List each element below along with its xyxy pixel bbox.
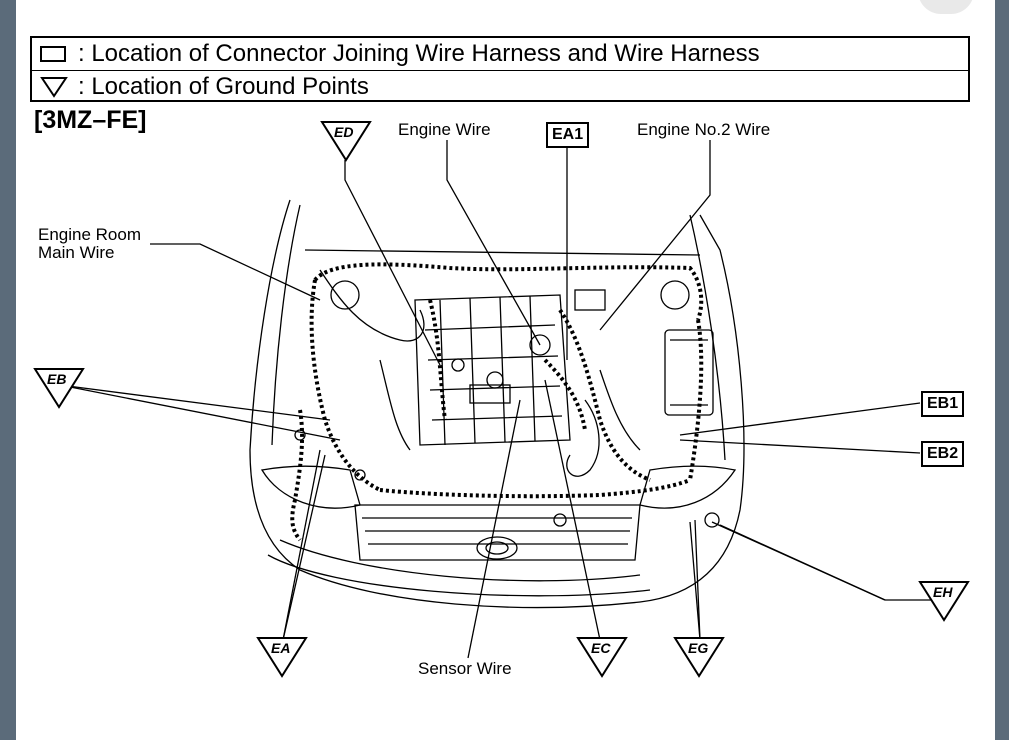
connector-box-symbol <box>40 46 66 62</box>
engine-model-label: [3MZ–FE] <box>34 106 147 134</box>
connector-ea1: EA1 <box>546 122 590 148</box>
ground-eg-label: EG <box>688 640 709 656</box>
ground-ec-label: EC <box>591 640 611 656</box>
legend-box: : Location of Connector Joining Wire Har… <box>30 36 970 102</box>
ground-ed-triangle <box>320 121 372 162</box>
window-frame-right <box>995 0 1009 740</box>
legend-connector-row: : Location of Connector Joining Wire Har… <box>40 38 760 70</box>
ground-ea-label: EA <box>271 640 291 656</box>
connector-eb2: EB2 <box>921 441 965 467</box>
vehicle-outline <box>249 199 745 609</box>
sensor-wire-label: Sensor Wire <box>418 659 512 678</box>
ground-ed-label: ED <box>334 124 354 140</box>
ground-ec-triangle <box>576 637 628 678</box>
ground-eb-label: EB <box>47 371 67 387</box>
legend-ground-row: : Location of Ground Points <box>40 71 369 103</box>
legend-divider <box>32 70 968 71</box>
legend-ground-text: : Location of Ground Points <box>78 73 369 100</box>
corner-button[interactable] <box>918 0 974 14</box>
engine-no2-wire-label: Engine No.2 Wire <box>637 120 771 139</box>
ground-triangle-symbol <box>40 77 68 98</box>
engine-room-main-wire-label-line1: Engine Room <box>38 225 142 244</box>
ground-eb-triangle <box>33 368 85 409</box>
ground-eg-triangle <box>673 637 725 678</box>
engine-room-main-wire-label-line2: Main Wire <box>38 243 115 262</box>
connector-eb1: EB1 <box>921 391 965 417</box>
ground-point-triangles <box>33 121 970 678</box>
window-frame-left <box>0 0 16 740</box>
engine-wire-label: Engine Wire <box>398 120 491 139</box>
ground-eh-triangle <box>918 581 970 622</box>
legend-connector-text: : Location of Connector Joining Wire Har… <box>78 40 760 67</box>
ground-eh-label: EH <box>933 584 953 600</box>
document-page <box>16 0 995 740</box>
ground-ea-triangle <box>256 637 308 678</box>
leader-lines <box>59 140 940 659</box>
wire-harness-paths <box>290 262 704 542</box>
